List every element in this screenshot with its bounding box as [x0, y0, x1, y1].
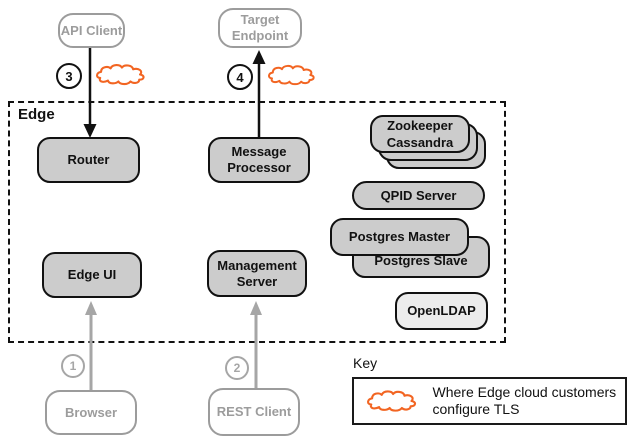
node-edge-ui-label: Edge UI	[67, 267, 117, 282]
node-api-client-label: API Client	[60, 22, 123, 38]
node-rest-client-label: REST Client	[216, 404, 292, 419]
node-postgres-slave-label: Postgres Slave	[374, 253, 468, 268]
node-browser: Browser	[45, 390, 137, 435]
arrow-4-head	[252, 50, 266, 64]
node-management-server-label: Management Server	[217, 257, 297, 289]
step-1-label: 1	[69, 359, 77, 373]
node-router: Router	[37, 137, 140, 183]
node-message-processor-label: Message Processor	[227, 144, 291, 175]
step-1-badge: 1	[61, 354, 85, 378]
step-3-badge: 3	[56, 63, 82, 89]
node-postgres-master: Postgres Master	[330, 218, 469, 256]
node-zookeeper-label: Zookeeper	[387, 118, 453, 133]
node-openldap: OpenLDAP	[395, 292, 488, 330]
node-qpid-server-label: QPID Server	[380, 187, 457, 203]
node-router-label: Router	[67, 152, 110, 167]
step-4-label: 4	[236, 69, 244, 85]
step-4-badge: 4	[227, 64, 253, 90]
edge-zone-label: Edge	[18, 106, 55, 123]
node-api-client: API Client	[58, 13, 125, 48]
node-edge-ui: Edge UI	[42, 252, 142, 298]
tls-cloud-icon	[267, 64, 315, 86]
step-2-label: 2	[233, 361, 241, 375]
node-rest-client: REST Client	[208, 388, 300, 436]
node-cassandra-label: Cassandra	[386, 135, 454, 150]
node-target-endpoint: Target Endpoint	[218, 8, 302, 48]
tls-cloud-icon	[96, 64, 145, 86]
key-box: Where Edge cloud customers configure TLS	[352, 377, 627, 425]
node-zookeeper-cassandra: Zookeeper Cassandra	[370, 115, 470, 153]
node-management-server: Management Server	[207, 250, 307, 297]
key-cloud-meaning: Where Edge cloud customers configure TLS	[432, 384, 617, 417]
tls-cloud-icon	[367, 390, 417, 412]
node-qpid-server: QPID Server	[352, 181, 485, 210]
node-postgres-master-label: Postgres Master	[348, 229, 451, 244]
step-2-badge: 2	[225, 356, 249, 380]
node-browser-label: Browser	[64, 404, 118, 420]
node-target-endpoint-label: Target Endpoint	[231, 12, 289, 43]
key-title: Key	[353, 355, 378, 371]
node-message-processor: Message Processor	[208, 137, 310, 183]
step-3-label: 3	[65, 68, 73, 84]
node-openldap-label: OpenLDAP	[407, 303, 476, 318]
